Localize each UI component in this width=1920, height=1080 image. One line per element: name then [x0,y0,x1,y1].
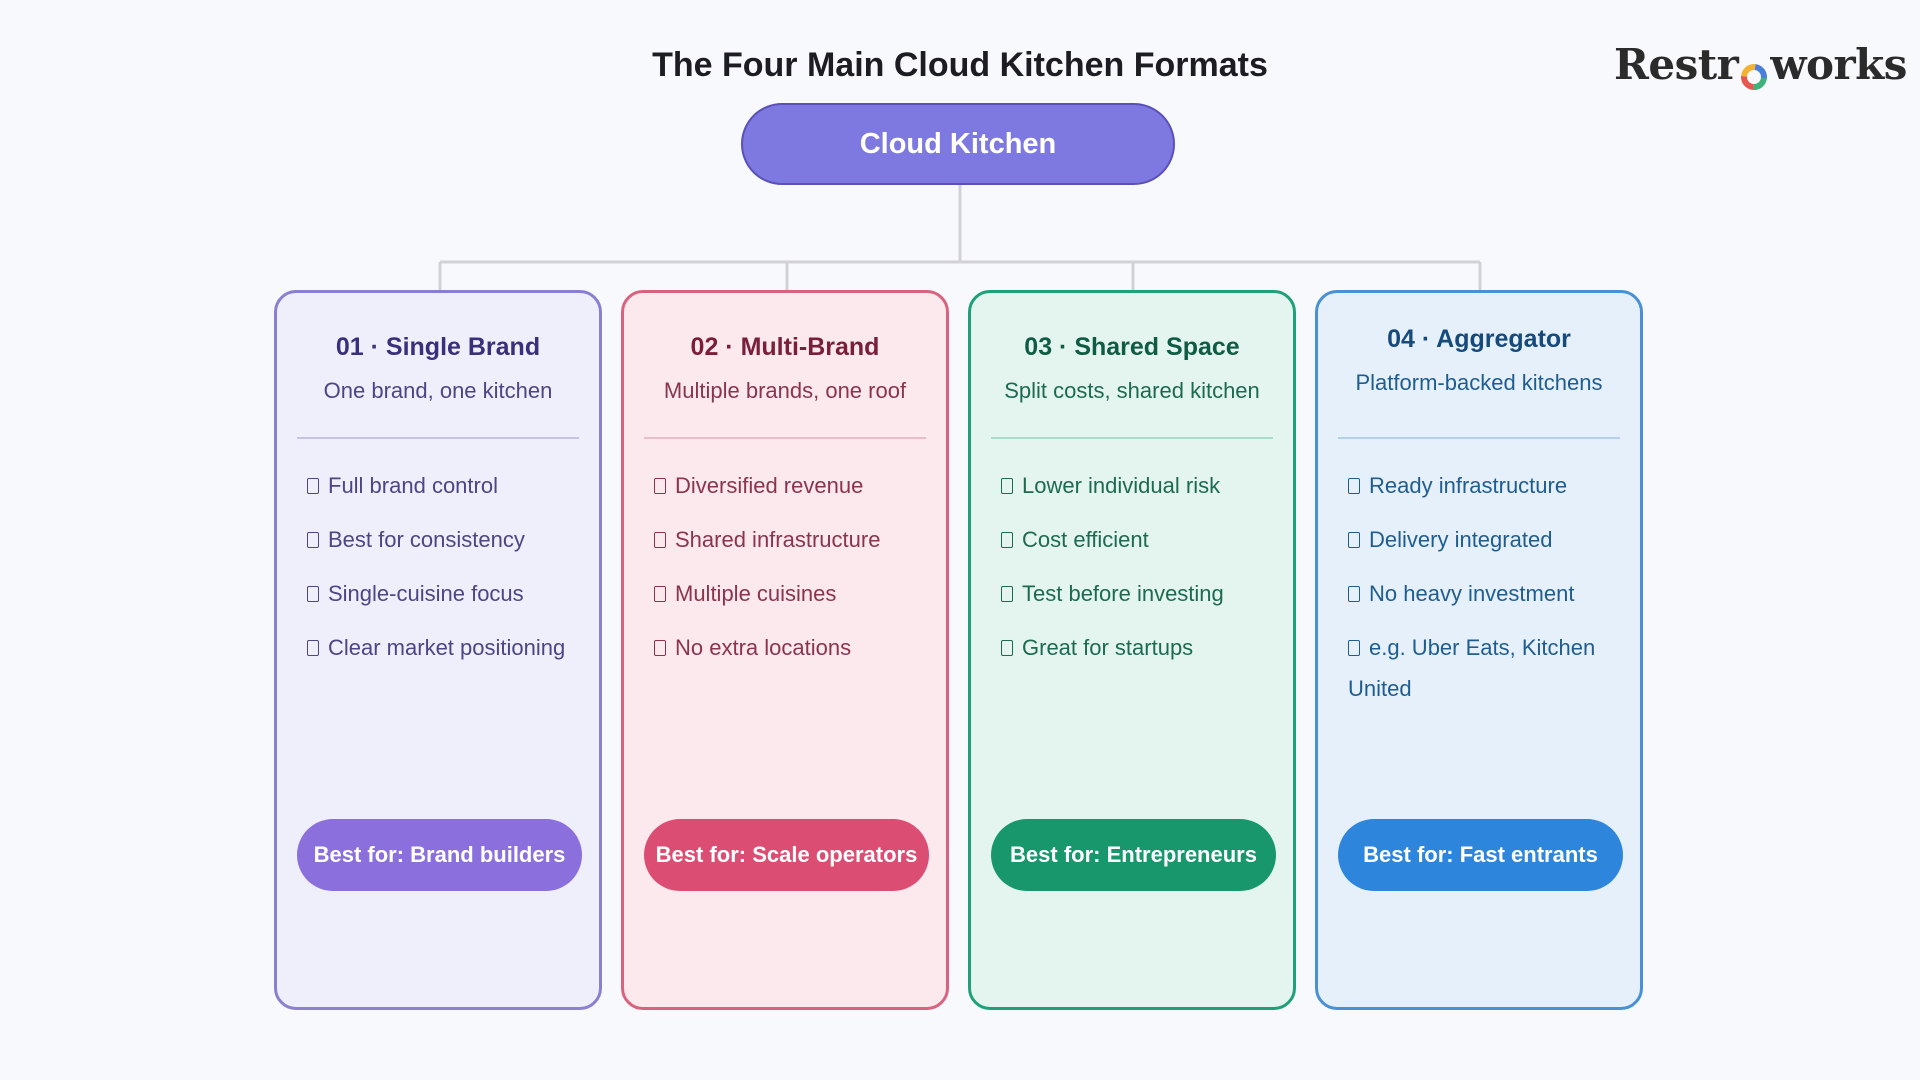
feature-item: Ready infrastructure [1348,465,1628,506]
feature-item: Clear market positioning [307,627,587,668]
logo-text-suffix: works [1770,39,1907,89]
checkbox-icon [1348,478,1360,494]
feature-list: Full brand control Best for consistency … [307,465,587,681]
card-divider [297,437,579,439]
checkbox-icon [654,640,666,656]
restroworks-logo[interactable]: Restr works [1614,34,1907,94]
card-subtitle: Split costs, shared kitchen [1004,378,1260,403]
card-title: 03 · Shared Space [1024,333,1240,361]
best-for-badge: Best for: Brand builders [297,819,582,891]
card-divider [644,437,926,439]
feature-item: Multiple cuisines [654,573,934,614]
feature-item: Diversified revenue [654,465,934,506]
feature-item: No heavy investment [1348,573,1628,614]
feature-list: Ready infrastructure Delivery integrated… [1348,465,1628,722]
checkbox-icon [654,532,666,548]
checkbox-icon [1348,532,1360,548]
checkbox-icon [1001,532,1013,548]
feature-item: Lower individual risk [1001,465,1281,506]
feature-list: Diversified revenue Shared infrastructur… [654,465,934,681]
card-subtitle: Multiple brands, one roof [663,378,907,403]
best-for-badge: Best for: Fast entrants [1338,819,1623,891]
card-aggregator: 04 · Aggregator Platform-backed kitchens… [1315,290,1643,1010]
feature-item: Shared infrastructure [654,519,934,560]
card-title: 02 · Multi-Brand [690,333,880,361]
checkbox-icon [307,586,319,602]
feature-item: Single-cuisine focus [307,573,587,614]
checkbox-icon [1348,586,1360,602]
card-single-brand: 01 · Single Brand One brand, one kitchen… [274,290,602,1010]
checkbox-icon [1001,586,1013,602]
feature-item: Great for startups [1001,627,1281,668]
checkbox-icon [1348,640,1360,656]
diagram-title: The Four Main Cloud Kitchen Formats [652,46,1268,84]
card-subtitle: One brand, one kitchen [323,378,553,403]
logo-text-prefix: Restr [1614,39,1739,89]
card-multi-brand: 02 · Multi-Brand Multiple brands, one ro… [621,290,949,1010]
checkbox-icon [1001,640,1013,656]
logo-ring-icon [1739,53,1769,90]
feature-item: Cost efficient [1001,519,1281,560]
feature-list: Lower individual risk Cost efficient Tes… [1001,465,1281,681]
feature-item: No extra locations [654,627,934,668]
checkbox-icon [307,478,319,494]
feature-item: Full brand control [307,465,587,506]
feature-item: Best for consistency [307,519,587,560]
card-title: 01 · Single Brand [335,333,541,361]
checkbox-icon [307,640,319,656]
card-shared-space: 03 · Shared Space Split costs, shared ki… [968,290,1296,1010]
card-title: 04 · Aggregator [1387,325,1571,353]
checkbox-icon [1001,478,1013,494]
feature-item: Delivery integrated [1348,519,1628,560]
card-subtitle: Platform-backed kitchens [1355,370,1603,395]
best-for-badge: Best for: Scale operators [644,819,929,891]
card-divider [991,437,1273,439]
card-divider [1338,437,1620,439]
best-for-badge: Best for: Entrepreneurs [991,819,1276,891]
feature-item: Test before investing [1001,573,1281,614]
checkbox-icon [654,586,666,602]
checkbox-icon [654,478,666,494]
checkbox-icon [307,532,319,548]
feature-item: e.g. Uber Eats, Kitchen United [1348,635,1596,701]
root-node-cloud-kitchen: Cloud Kitchen [741,103,1175,185]
